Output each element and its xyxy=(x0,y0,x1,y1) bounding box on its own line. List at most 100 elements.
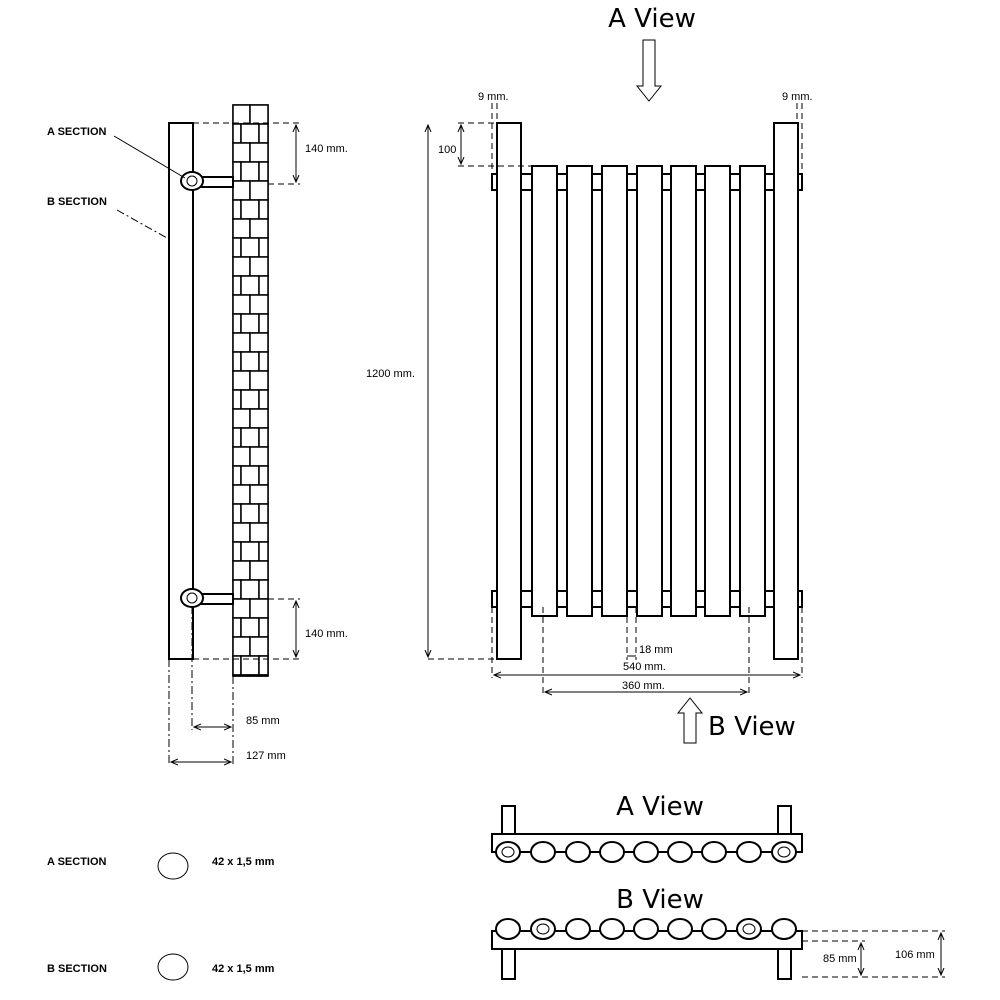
brick xyxy=(240,275,260,296)
b-view-tube xyxy=(599,918,625,940)
brick xyxy=(232,123,242,144)
b-view-diagram-title: B View xyxy=(616,885,704,915)
a-view-left-post xyxy=(501,805,516,837)
brick xyxy=(232,104,251,125)
a-view-right-post xyxy=(777,805,792,837)
brick xyxy=(240,541,260,562)
a-view-tube-inner xyxy=(501,846,515,858)
dim-18: 18 mm xyxy=(639,644,673,656)
brick xyxy=(240,161,260,182)
brick xyxy=(232,427,242,448)
legend-b-section: B SECTION xyxy=(47,963,107,975)
brick xyxy=(232,484,251,505)
dim-127: 127 mm xyxy=(246,750,286,762)
b-view-right-post xyxy=(777,948,792,980)
brick xyxy=(249,142,269,163)
brick-wall xyxy=(232,104,269,677)
brick xyxy=(240,427,260,448)
brick xyxy=(249,180,269,201)
brick xyxy=(249,598,269,619)
a-view-tube-inner xyxy=(777,846,791,858)
brick xyxy=(240,199,260,220)
dim-bview-106: 106 mm xyxy=(895,949,935,961)
b-view-diagram: B View 85 mm 106 mm xyxy=(491,885,945,980)
brick xyxy=(258,237,269,258)
b-view-tube xyxy=(736,918,762,940)
dim-9-right: 9 mm. xyxy=(782,91,813,103)
brick xyxy=(249,636,269,657)
brick xyxy=(232,617,242,638)
a-view-diagram: A View xyxy=(491,792,803,863)
dim-bview-85: 85 mm xyxy=(823,953,857,965)
b-view-tube xyxy=(530,918,556,940)
a-section-label: A SECTION xyxy=(47,126,107,138)
b-view-tube xyxy=(633,918,659,940)
brick xyxy=(232,522,251,543)
b-view-tubes xyxy=(495,918,797,940)
brick xyxy=(249,104,269,125)
brick xyxy=(249,408,269,429)
brick xyxy=(232,408,251,429)
brick xyxy=(249,332,269,353)
a-view-tube xyxy=(565,841,591,863)
brick xyxy=(240,123,260,144)
bottom-pipe-ring xyxy=(180,588,204,608)
brick xyxy=(240,351,260,372)
dim-85: 85 mm xyxy=(246,715,280,727)
a-view-tube xyxy=(701,841,727,863)
front-inner-column xyxy=(531,165,558,617)
brick xyxy=(232,579,242,600)
brick xyxy=(232,180,251,201)
brick xyxy=(249,218,269,239)
a-view-tubes xyxy=(495,841,797,863)
b-view-tube-inner xyxy=(536,923,550,935)
b-view-title: B View xyxy=(708,712,796,742)
b-section-label: B SECTION xyxy=(47,196,107,208)
brick xyxy=(249,370,269,391)
dim-9-left: 9 mm. xyxy=(478,91,509,103)
b-view-tube xyxy=(701,918,727,940)
b-view-tube xyxy=(495,918,521,940)
brick xyxy=(249,560,269,581)
a-view-tube xyxy=(771,841,797,863)
a-view-tube xyxy=(599,841,625,863)
front-inner-column xyxy=(636,165,663,617)
dim-140-bottom: 140 mm. xyxy=(305,628,348,640)
brick xyxy=(232,237,242,258)
brick xyxy=(240,617,260,638)
brick xyxy=(240,465,260,486)
b-view-arrow xyxy=(676,697,704,744)
a-section-circle-icon xyxy=(157,852,189,880)
brick xyxy=(249,446,269,467)
b-section-circle-icon xyxy=(157,953,189,981)
brick xyxy=(240,579,260,600)
legend-a-section: A SECTION xyxy=(47,856,107,868)
brick xyxy=(240,389,260,410)
brick xyxy=(232,674,251,677)
brick xyxy=(232,370,251,391)
brick xyxy=(258,313,269,334)
top-bracket xyxy=(200,176,234,188)
section-legend: A SECTION 42 x 1,5 mm B SECTION 42 x 1,5… xyxy=(47,852,275,981)
brick xyxy=(258,123,269,144)
side-view: A SECTION B SECTION 140 mm. 140 mm. 85 m… xyxy=(47,104,348,766)
brick xyxy=(249,256,269,277)
front-inner-column xyxy=(739,165,766,617)
front-right-column xyxy=(773,122,799,660)
brick xyxy=(232,351,242,372)
brick xyxy=(232,142,251,163)
a-view-title: A View xyxy=(608,4,696,34)
front-inner-columns xyxy=(531,165,766,617)
brick xyxy=(249,294,269,315)
b-view-tube-inner xyxy=(742,923,756,935)
brick xyxy=(232,313,242,334)
dim-360: 360 mm. xyxy=(622,680,665,692)
brick xyxy=(258,465,269,486)
front-inner-column xyxy=(704,165,731,617)
brick xyxy=(258,199,269,220)
legend-b-spec: 42 x 1,5 mm xyxy=(212,963,275,975)
brick xyxy=(240,313,260,334)
brick xyxy=(258,617,269,638)
b-view-left-post xyxy=(501,948,516,980)
